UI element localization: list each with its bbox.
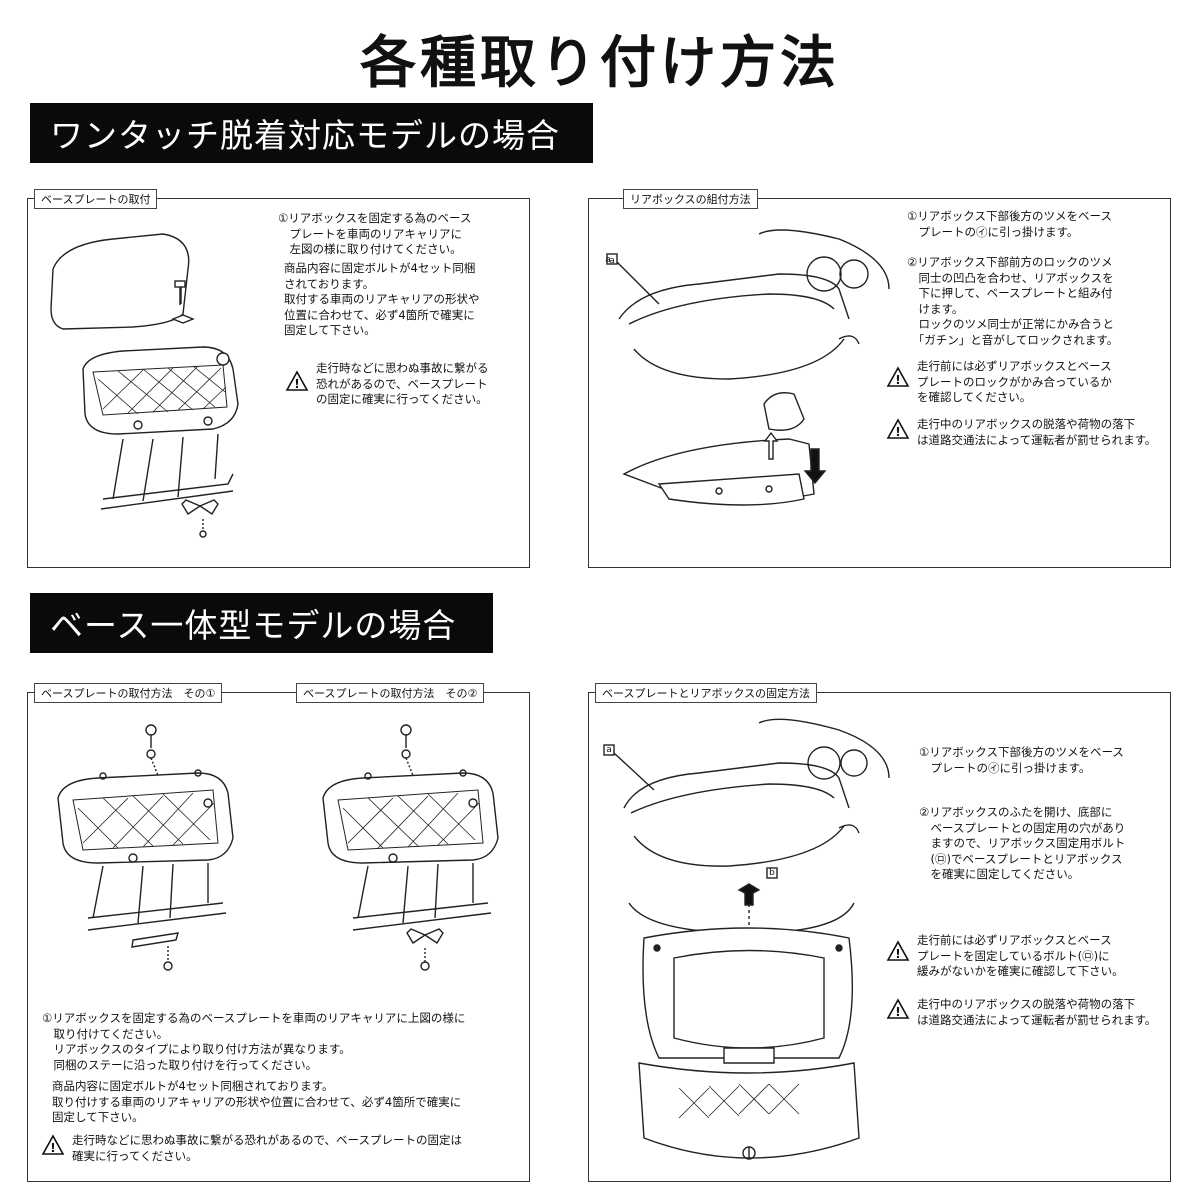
warning-icon: ! xyxy=(886,998,910,1019)
panel-a-text: ①リアボックスを固定する為のベース プレートを車両のリアキャリアに 左図の様に取… xyxy=(278,211,472,256)
panel-b-label: リアボックスの組付方法 xyxy=(623,189,758,209)
panel-c-text1: ①リアボックスを固定する為のベースプレートを車両のリアキャリアに上図の様に 取り… xyxy=(42,1011,466,1072)
panel-b-warning2-text: 走行中のリアボックスの脱落や荷物の落下 は道路交通法によって運転者が罰せられます… xyxy=(917,417,1157,447)
install-method-1-illustration xyxy=(57,724,234,971)
section2-heading: ベース一体型モデルの場合 xyxy=(30,593,493,653)
section1-heading: ワンタッチ脱着対応モデルの場合 xyxy=(30,103,593,163)
panel-c-label1: ベースプレートの取付方法 その① xyxy=(34,683,223,703)
callout-a: a xyxy=(606,745,612,755)
panel-a-warning-text: 走行時などに思わぬ事故に繋がる 恐れがあるので、ベースプレート の固定に確実に行… xyxy=(316,361,489,406)
panel-d-warning1: ! 走行前には必ずリアボックスとベース プレートを固定しているボルト(㋺)に 緩… xyxy=(886,933,1124,980)
panel-d-text2: ②リアボックスのふたを開け、底部に ベースプレートとの固定用の穴があり ますので… xyxy=(919,805,1126,881)
panel-b-text1: ①リアボックス下部後方のツメをベース プレートの㋑に引っ掛けます。 xyxy=(907,209,1112,239)
svg-text:!: ! xyxy=(50,1141,55,1155)
section1-heading-text: ワンタッチ脱着対応モデルの場合 xyxy=(50,116,560,155)
plate-box-fixing-illustration xyxy=(603,718,890,1160)
panel-d-warning1-text: 走行前には必ずリアボックスとベース プレートを固定しているボルト(㋺)に 緩みが… xyxy=(917,933,1124,978)
page-title: 各種取り付け方法 xyxy=(360,31,840,96)
panel-a-text2: 商品内容に固定ボルトが4セット同梱 されております。 取付する車両のリアキャリア… xyxy=(284,261,480,337)
panel-d-text1: ①リアボックス下部後方のツメをベース プレートの㋑に引っ掛けます。 xyxy=(919,745,1124,775)
svg-text:!: ! xyxy=(895,425,900,439)
panel-d-label: ベースプレートとリアボックスの固定方法 xyxy=(595,683,818,703)
svg-text:!: ! xyxy=(895,373,900,387)
panel-b-warning2: ! 走行中のリアボックスの脱落や荷物の落下 は道路交通法によって運転者が罰せられ… xyxy=(886,417,1157,448)
panel-c-label2: ベースプレートの取付方法 その② xyxy=(296,683,485,703)
warning-icon: ! xyxy=(285,370,309,391)
svg-text:!: ! xyxy=(294,377,299,391)
svg-text:!: ! xyxy=(895,1005,900,1019)
panel-a-warning: ! 走行時などに思わぬ事故に繋がる 恐れがあるので、ベースプレート の固定に確実… xyxy=(285,361,489,408)
svg-text:!: ! xyxy=(895,947,900,961)
warning-icon: ! xyxy=(886,940,910,961)
panel-base-plate-install: ベースプレートの取付 xyxy=(27,189,530,568)
callout-a-panel-b: a xyxy=(605,255,611,265)
warning-icon: ! xyxy=(886,418,910,439)
warning-icon: ! xyxy=(41,1134,65,1155)
panel-d-warning2: ! 走行中のリアボックスの脱落や荷物の落下 は道路交通法によって運転者が罰せられ… xyxy=(886,997,1157,1028)
panel-b-text2: ②リアボックス下部前方のロックのツメ 同士の凹凸を合わせ、リアボックスを 下に押… xyxy=(907,255,1119,347)
panel-rearbox-assembly: リアボックスの組付方法 a ①リアボックス下部後方のツメをベース プレートの㋑に… xyxy=(588,189,1171,568)
warning-icon: ! xyxy=(886,366,910,387)
callout-b: b xyxy=(769,868,775,878)
panel-c-text2: 商品内容に固定ボルトが4セット同梱されております。 取り付けする車両のリアキャリ… xyxy=(52,1079,462,1124)
section2-heading-text: ベース一体型モデルの場合 xyxy=(50,606,457,645)
rearbox-assembly-illustration: a xyxy=(606,229,890,506)
panel-c-warning: ! 走行時などに思わぬ事故に繋がる恐れがあるので、ベースプレートの固定は 確実に… xyxy=(41,1133,462,1164)
base-plate-illustration xyxy=(50,233,239,538)
panel-base-integrated-install: ベースプレートの取付方法 その① ベースプレートの取付方法 その② xyxy=(27,683,530,1182)
install-method-2-illustration xyxy=(322,724,499,971)
panel-plate-box-fixing: ベースプレートとリアボックスの固定方法 xyxy=(588,683,1171,1182)
panel-d-warning2-text: 走行中のリアボックスの脱落や荷物の落下 は道路交通法によって運転者が罰せられます… xyxy=(917,997,1157,1027)
panel-a-label: ベースプレートの取付 xyxy=(34,189,158,209)
panel-b-warning1-text: 走行前には必ずリアボックスとベース プレートのロックがかみ合っているか を確認し… xyxy=(917,359,1112,404)
panel-b-warning1: ! 走行前には必ずリアボックスとベース プレートのロックがかみ合っているか を確… xyxy=(886,359,1112,406)
panel-c-warning-text: 走行時などに思わぬ事故に繋がる恐れがあるので、ベースプレートの固定は 確実に行っ… xyxy=(72,1133,462,1163)
svg-text:a: a xyxy=(609,256,615,266)
